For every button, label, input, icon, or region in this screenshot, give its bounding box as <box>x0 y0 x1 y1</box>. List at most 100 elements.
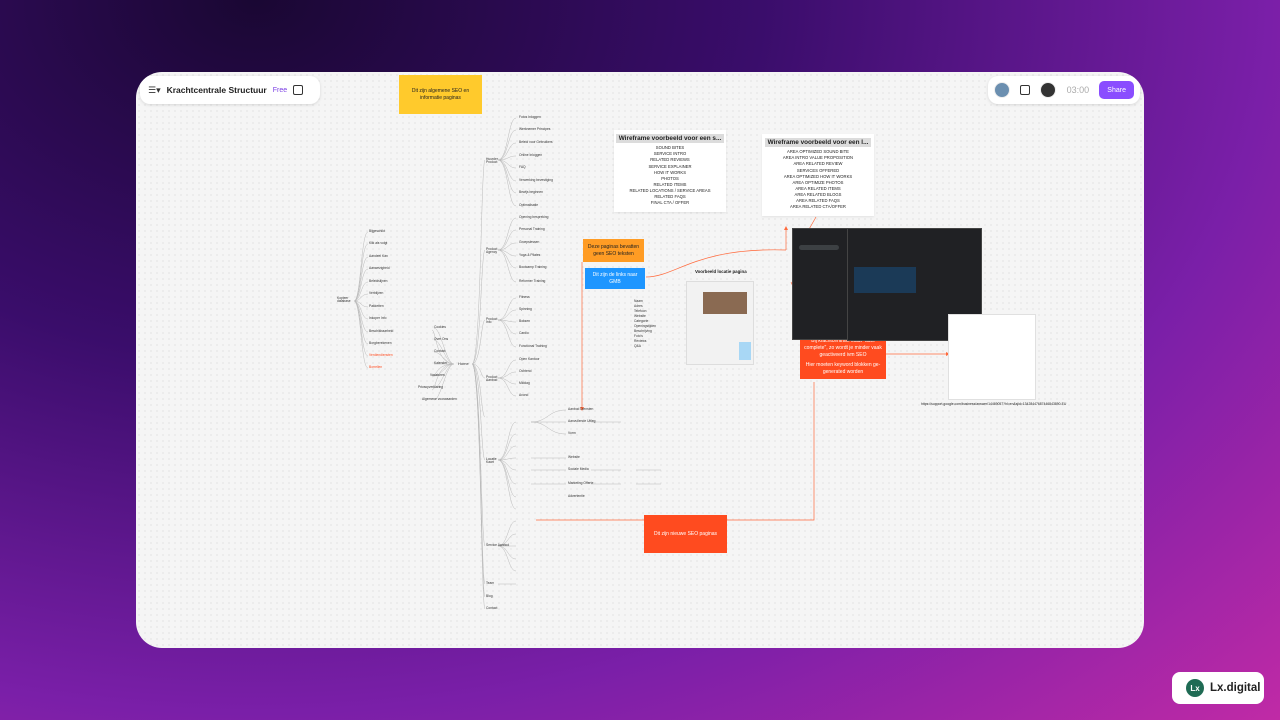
mindmap-left-item[interactable]: Inkoper Info <box>369 316 387 320</box>
wireframe-service-heading: Wireframe voorbeeld voor een s... <box>615 134 725 144</box>
mindmap-left-item[interactable]: Beleidslijnen <box>369 279 388 283</box>
mindmap-leaf[interactable]: Advertentie <box>568 494 585 498</box>
mindmap-leaf[interactable]: Open Kantoor <box>519 357 540 361</box>
mindmap-leaf[interactable]: Fotos Inloggen <box>519 115 541 119</box>
layout-icon[interactable] <box>1020 85 1031 95</box>
mindmap-left-item[interactable]: Verdiendiensten <box>369 353 393 357</box>
mindmap-left-item[interactable]: Bijgeschikt <box>369 229 385 233</box>
mindmap-leaf[interactable]: Ochtend <box>519 369 532 373</box>
mindmap-leaf[interactable]: Groepslessen <box>519 240 540 244</box>
wireframe-location-card[interactable]: Wireframe voorbeeld voor een l... AREA O… <box>762 134 874 216</box>
document-title[interactable]: Krachtcentrale Structuur <box>166 85 267 95</box>
sticky-note-keyword-blocks[interactable]: Bij krachtcentrale staat "auto complete"… <box>800 334 886 379</box>
mindmap-leaf[interactable]: Yoga & Pilates <box>519 253 541 257</box>
mindmap-main-item[interactable]: Contact <box>434 349 446 353</box>
mindmap-leaf[interactable]: Aanbod Diensten <box>568 407 594 411</box>
mindmap-left-item[interactable]: Borgberekenen <box>369 341 392 345</box>
mindmap-leaf[interactable]: Werknemer Principes <box>519 127 551 131</box>
mindmap-main-item[interactable]: Over Ons <box>434 337 449 341</box>
mindmap-branch[interactable]: Product Info <box>486 317 498 325</box>
plan-badge[interactable]: Free <box>272 86 288 94</box>
mindmap-branch[interactable]: Team <box>486 581 495 585</box>
mindmap-leaf[interactable]: Functional Training <box>519 344 547 348</box>
mindmap-left-item[interactable]: Beschikbaarheid <box>369 329 394 333</box>
gmb-field: Telefoon <box>634 309 647 313</box>
source-link[interactable]: https://support.google.com/business/answ… <box>921 402 1067 406</box>
mindmap-branch[interactable]: Service Aanbod <box>486 543 510 547</box>
mindmap-leaf[interactable]: Aanvullende Uitleg <box>568 419 596 423</box>
mindmap-branch[interactable]: Product Agency <box>486 247 498 255</box>
mindmap-main-item[interactable]: Algemene voorwaarden <box>422 397 457 401</box>
mindmap-branch[interactable]: Blog <box>486 594 493 598</box>
wireframe-service-card[interactable]: Wireframe voorbeeld voor een s... SOUND … <box>614 130 726 212</box>
mindmap-branch[interactable]: Product Aanbod <box>486 375 498 383</box>
google-search-screenshot-mobile[interactable] <box>792 228 848 340</box>
sticky-note-seo[interactable]: Dit zijn algemene SEO en informatie pagi… <box>399 75 482 114</box>
mindmap-leaf[interactable]: Cardio <box>519 331 529 335</box>
menu-icon[interactable]: ☰▾ <box>148 84 161 95</box>
mindmap-leaf[interactable]: Website <box>568 455 580 459</box>
whiteboard-canvas[interactable]: ☰▾ Krachtcentrale Structuur Free 03:00 S… <box>136 72 1144 648</box>
sticky-note-keyword-title: Bij krachtcentrale staat "auto complete"… <box>804 337 882 358</box>
mindmap-branch[interactable]: Locatie Kaart <box>486 457 497 465</box>
mindmap-left-item[interactable]: Pakketten <box>369 304 384 308</box>
collaboration-toolbar: 03:00 Share <box>988 76 1140 104</box>
sticky-note-bouwblokken[interactable]: Deze paginas bevatten geen SEO teksten <box>583 239 644 262</box>
mindmap-main-item[interactable]: Privacyverklaring <box>418 385 444 389</box>
wireframe-location-item: AREA RELATED ITEMS <box>795 185 841 191</box>
timer-display[interactable]: 03:00 <box>1066 85 1090 95</box>
mindmap-leaf[interactable]: Reformer Training <box>519 279 546 283</box>
mindmap-leaf[interactable]: Opening bespreking <box>519 215 549 219</box>
mindmap-leaf[interactable]: Optimalisatie <box>519 203 539 207</box>
mindmap-main-item[interactable]: Vacatures <box>430 373 445 377</box>
mindmap-leaf[interactable]: Marketing Offerte <box>568 481 594 485</box>
mindmap-leaf[interactable]: Online Inloggen <box>519 153 543 157</box>
ai-overview-screenshot[interactable] <box>948 314 1036 400</box>
timer-avatar[interactable] <box>1040 82 1057 98</box>
wireframe-service-item: RELATED FAQS <box>654 194 686 200</box>
mindmap-leaf[interactable]: Sociale Media <box>568 467 589 471</box>
mindmap-left-item[interactable]: Aandeel Kan <box>369 254 388 258</box>
wireframe-service-item: PHOTOS <box>661 175 679 181</box>
pages-icon[interactable] <box>293 85 304 95</box>
mindmap-leaf[interactable]: Avond <box>519 393 529 397</box>
wireframe-location-heading: Wireframe voorbeeld voor een l... <box>764 138 872 148</box>
wireframe-location-item: AREA RELATED FAQS <box>796 198 840 204</box>
mindmap-leaf[interactable]: Fitness <box>519 295 530 299</box>
mindmap-leaf[interactable]: Vorm <box>568 431 576 435</box>
gmb-field: Foto's <box>634 334 643 338</box>
sticky-note-new-seo[interactable]: Dit zijn nieuwe SEO paginas <box>644 515 727 553</box>
mindmap-left-item[interactable]: Verblijven <box>369 291 384 295</box>
location-page-screenshot[interactable] <box>686 281 754 365</box>
mindmap-leaf[interactable]: Spinning <box>519 307 532 311</box>
mindmap-branch[interactable]: Huurder Product <box>486 157 498 165</box>
location-page-caption: Voorbeeld locatie pagina <box>695 269 747 274</box>
mindmap-left-item[interactable]: Aanwezigheid <box>369 266 390 270</box>
search-bar <box>799 245 839 250</box>
mindmap-home-node[interactable]: Home <box>458 361 469 366</box>
sticky-note-gmb-links[interactable]: Dit zijn de links naar GMB <box>585 268 645 289</box>
share-button[interactable]: Share <box>1099 81 1134 99</box>
user-avatar[interactable] <box>994 82 1010 98</box>
mindmap-leaf[interactable]: Boksen <box>519 319 530 323</box>
mindmap-main-item[interactable]: Cookies <box>434 325 446 329</box>
wireframe-service-item: SERVICE EXPLAINER <box>648 163 692 169</box>
wireframe-service-item: RELATED REVIEWS <box>650 157 690 163</box>
gmb-field: Openingstijden <box>634 324 656 328</box>
mindmap-leaf[interactable]: Beleid voor Gebruikers <box>519 140 553 144</box>
mindmap-left-item[interactable]: Klik als volgt <box>369 241 388 245</box>
mindmap-leaf[interactable]: FAQ <box>519 165 526 169</box>
mindmap-leaf[interactable]: Bewijs beginnen <box>519 190 544 194</box>
gmb-field: Adres <box>634 304 643 308</box>
document-toolbar: ☰▾ Krachtcentrale Structuur Free <box>140 76 320 104</box>
mindmap-leaf[interactable]: Personal Training <box>519 227 545 231</box>
wireframe-location-item: AREA OPTIMIZED HOW IT WORKS <box>783 173 853 179</box>
mindmap-leaf[interactable]: Middag <box>519 381 530 385</box>
mindmap-leaf[interactable]: Verwerking bevestiging <box>519 178 553 182</box>
mindmap-left-item[interactable]: Borrellen <box>369 365 383 369</box>
mindmap-branch[interactable]: Contact <box>486 606 498 610</box>
mindmap-leaf[interactable]: Bootcamp Training <box>519 265 547 269</box>
gmb-field: Q&A <box>634 344 641 348</box>
mindmap-main-item[interactable]: Kalender <box>434 361 448 365</box>
mindmap-root-label[interactable]: Kopieer database <box>337 296 351 304</box>
